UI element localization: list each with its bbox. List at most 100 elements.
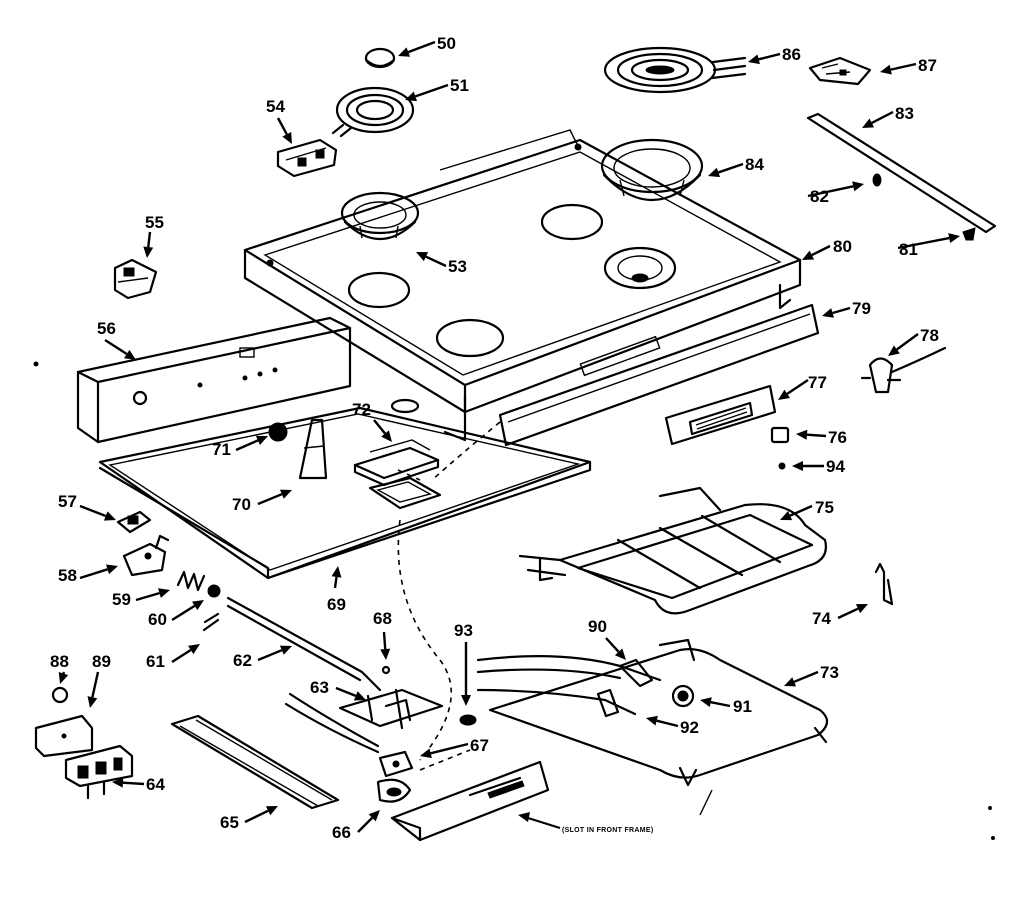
arrow-88-shaft <box>62 671 66 674</box>
side-trim-83 <box>806 112 997 234</box>
arrow-51-shaft <box>414 83 449 98</box>
callout-63: 63 <box>310 678 329 697</box>
arrow-62-head <box>279 645 292 655</box>
arrow-50-shaft <box>407 40 436 54</box>
terminal-block-89 <box>34 714 94 758</box>
bottom-pan-69 <box>98 406 592 580</box>
callout-68: 68 <box>373 609 392 628</box>
routing-line-b <box>397 519 453 761</box>
arrow-89-head <box>87 696 98 708</box>
arrow-59-shaft <box>135 591 160 602</box>
callout-53: 53 <box>448 257 467 276</box>
arrow-90-shaft <box>605 637 620 653</box>
routing-line-a <box>431 421 501 481</box>
arrow-93-head <box>461 695 471 706</box>
callout-58: 58 <box>58 566 77 585</box>
callout-59: 59 <box>112 590 131 609</box>
arrow-55-shaft <box>147 231 152 248</box>
arrow-79-shaft <box>832 306 851 315</box>
back-panel-56 <box>76 316 352 444</box>
arrow-82-head <box>852 181 864 192</box>
callout-labels: 50 51 53 54 55 56 57 58 59 60 61 62 63 6… <box>50 34 939 842</box>
callout-67: 67 <box>470 736 489 755</box>
switch-55 <box>113 258 158 300</box>
arrow-71-shaft <box>235 439 259 452</box>
thermostat-78 <box>860 346 947 394</box>
receptacle-54 <box>276 138 338 178</box>
callout-69: 69 <box>327 595 346 614</box>
callout-74: 74 <box>812 609 831 628</box>
bake-element-75 <box>518 486 827 615</box>
callout-77: 77 <box>808 373 827 392</box>
arrow-87-head <box>880 64 892 75</box>
arrow-60-shaft <box>171 604 196 622</box>
arrow-75-shaft <box>789 504 813 517</box>
timer-panel-77 <box>664 384 777 446</box>
callout-88: 88 <box>50 652 69 671</box>
washer-60 <box>207 584 221 598</box>
arrow-slot-note-head <box>518 812 530 822</box>
grommet-91 <box>671 684 695 708</box>
arrow-83-shaft <box>871 110 894 125</box>
front-trim-79 <box>498 303 820 447</box>
callout-65: 65 <box>220 813 239 832</box>
broil-element-73 <box>488 638 829 787</box>
callout-arrows <box>58 40 960 833</box>
callout-79: 79 <box>852 299 871 318</box>
arrow-59-head <box>158 588 170 598</box>
arrow-55-head <box>143 246 154 258</box>
arrow-86-shaft <box>758 52 781 61</box>
arrow-80-head <box>802 250 815 260</box>
callout-64: 64 <box>146 775 165 794</box>
callout-90: 90 <box>588 617 607 636</box>
arrow-84-head <box>708 167 721 178</box>
arrow-76-shaft <box>806 433 827 438</box>
cooktop-main-top <box>243 129 802 442</box>
arrow-68-head <box>380 648 391 660</box>
arrow-67-head <box>420 748 432 759</box>
grommet-72b <box>390 398 420 414</box>
arrow-69-head <box>331 566 342 578</box>
arrow-65-shaft <box>244 809 269 824</box>
part-68 <box>381 665 391 675</box>
arrow-64-head <box>112 777 124 788</box>
speck <box>988 806 992 810</box>
slot-note: (SLOT IN FRONT FRAME) <box>562 827 653 834</box>
arrow-72-shaft <box>373 419 386 435</box>
arrow-65-head <box>265 806 278 816</box>
arrow-71-head <box>255 435 268 445</box>
callout-92: 92 <box>680 718 699 737</box>
arrow-53-head <box>416 252 429 262</box>
callout-78: 78 <box>920 326 939 345</box>
knob-88 <box>51 686 69 704</box>
rail-65 <box>170 714 340 810</box>
arrow-92-head <box>646 715 658 726</box>
callout-76: 76 <box>828 428 847 447</box>
arrow-50-head <box>398 47 411 57</box>
arrow-63-head <box>353 691 366 701</box>
arrow-94-head <box>792 461 803 471</box>
arrow-82-shaft <box>807 185 854 198</box>
arrow-73-head <box>784 677 797 687</box>
arrow-91-shaft <box>710 700 731 708</box>
bracket-58 <box>122 534 170 577</box>
callout-83: 83 <box>895 104 914 123</box>
callout-93: 93 <box>454 621 473 640</box>
arrow-74-shaft <box>837 607 859 620</box>
callout-84: 84 <box>745 155 764 174</box>
routing-line-c <box>419 749 471 771</box>
callout-71: 71 <box>212 440 231 459</box>
bracket-72 <box>353 439 440 487</box>
arrow-56-shaft <box>104 338 128 356</box>
surface-element-86 <box>603 46 747 94</box>
callout-55: 55 <box>145 213 164 232</box>
bracket-67 <box>378 750 414 778</box>
callout-87: 87 <box>918 56 937 75</box>
arrow-66-shaft <box>357 816 374 833</box>
arrow-88-head <box>58 671 69 684</box>
arrow-74-head <box>855 604 868 614</box>
arrow-68-shaft <box>382 631 387 650</box>
valve-assembly-63 <box>284 688 444 754</box>
callout-72: 72 <box>352 400 371 419</box>
arrow-51-head <box>405 91 418 102</box>
